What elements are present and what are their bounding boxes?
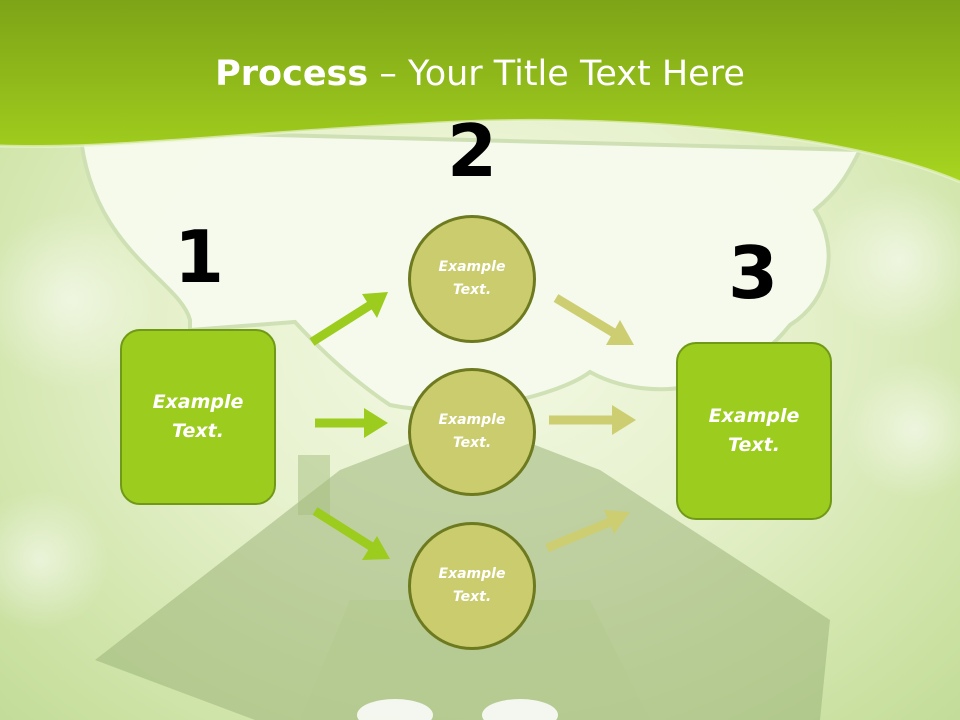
- arrow-from-top-circle: [553, 294, 634, 345]
- arrow-to-middle-circle: [315, 408, 388, 438]
- title-rest: – Your Title Text Here: [368, 54, 745, 94]
- left-box-text: Example Text.: [152, 391, 244, 442]
- step-number-2: 2: [446, 109, 498, 193]
- circle-middle: Example Text.: [408, 368, 536, 496]
- arrow-to-bottom-circle: [312, 507, 390, 560]
- right-box-text: Example Text.: [708, 405, 800, 456]
- circle-bottom-text: Example Text.: [438, 566, 506, 605]
- left-box: Example Text.: [120, 329, 276, 505]
- step-number-1: 1: [173, 215, 225, 299]
- arrow-to-top-circle: [309, 292, 388, 346]
- circle-bottom: Example Text.: [408, 522, 536, 650]
- circle-middle-text: Example Text.: [438, 412, 506, 451]
- arrow-from-bottom-circle: [545, 510, 630, 553]
- title-bold: Process: [215, 54, 369, 94]
- arrow-from-middle-circle: [549, 405, 636, 435]
- right-box: Example Text.: [676, 342, 832, 520]
- step-number-3: 3: [727, 231, 779, 315]
- circle-top-text: Example Text.: [438, 259, 506, 298]
- circle-top: Example Text.: [408, 215, 536, 343]
- slide-title: Process – Your Title Text Here: [0, 52, 960, 96]
